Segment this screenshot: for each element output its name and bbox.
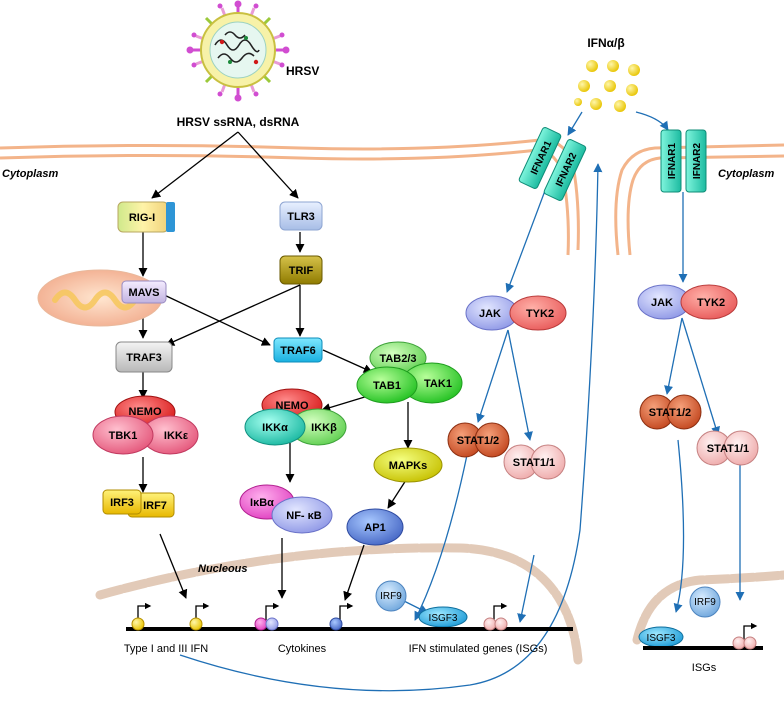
mapks-label: MAPKs [389, 460, 428, 472]
stat1-1-node-a [503, 444, 566, 480]
ifnar2-label-b: IFNAR2 [692, 143, 703, 180]
tlr3-node [279, 201, 323, 231]
nuclear-membrane-main [95, 543, 583, 665]
tab1-node [356, 366, 418, 404]
black-arrows [138, 131, 413, 601]
plasma-membrane-left [0, 138, 580, 256]
nucleus-label: Nucleous [198, 563, 248, 575]
mavs-node [121, 280, 167, 304]
ikka-node [244, 408, 306, 446]
jak-label-a: JAK [479, 308, 501, 320]
isgs-right-gene-label: ISGs [692, 662, 717, 674]
nemo-label-a: NEMO [129, 406, 162, 418]
isgf3-label-b: ISGF3 [647, 633, 676, 644]
cytokines-gene-label: Cytokines [278, 643, 327, 655]
tlr3-label: TLR3 [287, 211, 315, 223]
ifnar-receptor-left [518, 127, 587, 201]
tab2-3-label: TAB2/3 [379, 353, 416, 365]
rig-i-node [117, 201, 175, 233]
tab1-label: TAB1 [373, 380, 401, 392]
ikke-label: IKKε [164, 430, 189, 442]
irf9-label-a: IRF9 [380, 591, 402, 602]
nemo-label-b: NEMO [276, 400, 309, 412]
isgf3-label-a: ISGF3 [429, 613, 458, 624]
isgs-main-gene-label: IFN stimulated genes (ISGs) [409, 643, 548, 655]
dna-bound-irf7 [189, 617, 203, 631]
ifn-ab-label: IFNα/β [587, 36, 624, 50]
hrsv-label: HRSV [286, 64, 319, 78]
dna-bound-nfkb [254, 617, 279, 631]
type-ifn-gene-label: Type I and III IFN [124, 643, 208, 655]
tyk2-node-a [509, 295, 567, 331]
stat1-1-node-b [696, 430, 759, 466]
nfkb-label: NF- κB [286, 510, 322, 522]
traf6-node [273, 337, 323, 363]
ikkb-label: IKKβ [311, 422, 337, 434]
trif-label: TRIF [289, 265, 314, 277]
tak1-label: TAK1 [424, 378, 452, 390]
stat1-2-label-b: STAT1/2 [649, 407, 691, 419]
nuclear-membrane-right [632, 570, 784, 645]
stat1-2-node-a [447, 422, 510, 458]
irf3-node [102, 489, 142, 515]
trif-node [279, 255, 323, 285]
hrsv-rna-label: HRSV ssRNA, dsRNA [177, 115, 300, 129]
irf7-label: IRF7 [143, 500, 167, 512]
ifn-ligand-particles [574, 60, 640, 112]
ifnar-receptor-right [660, 129, 707, 193]
stat1-2-label-a: STAT1/2 [457, 435, 499, 447]
nfkb-node [271, 496, 333, 534]
traf3-label: TRAF3 [126, 352, 161, 364]
stat1-1-label-a: STAT1/1 [513, 457, 555, 469]
irf9-node-b [689, 586, 721, 618]
tbk1-label: TBK1 [109, 430, 138, 442]
stat1-1-label-b: STAT1/1 [707, 443, 749, 455]
traf6-label: TRAF6 [280, 345, 315, 357]
hrsv-virus-icon [186, 0, 290, 102]
dna-bound-stat1-1-a [483, 617, 508, 631]
tyk2-node-b [680, 284, 738, 320]
ikba-label: IκBα [250, 497, 274, 509]
traf3-node [115, 341, 173, 373]
ikka-label: IKKα [262, 422, 288, 434]
dna-bound-stat1-1-b [732, 636, 757, 650]
jak-label-b: JAK [651, 297, 673, 309]
irf3-label: IRF3 [110, 497, 134, 509]
ap1-node [346, 508, 404, 546]
cytoplasm-label-right: Cytoplasm [718, 168, 774, 180]
plasma-membrane-right [614, 143, 784, 256]
cytoplasm-label-left: Cytoplasm [2, 168, 58, 180]
mavs-label: MAVS [129, 287, 160, 299]
ifnar1-label-b: IFNAR1 [667, 143, 678, 180]
dna-bound-ap1 [329, 617, 343, 631]
ap1-label: AP1 [364, 522, 385, 534]
tyk2-label-a: TYK2 [526, 308, 554, 320]
stat1-2-node-b [639, 394, 702, 430]
tyk2-label-b: TYK2 [697, 297, 725, 309]
mapks-node [373, 447, 443, 483]
tbk1-node [92, 415, 154, 455]
irf9-node-a [375, 580, 407, 612]
irf9-label-b: IRF9 [694, 597, 716, 608]
promoter-arrows [137, 602, 758, 640]
dna-bound-irf3 [131, 617, 145, 631]
rig-i-label: RIG-I [129, 212, 155, 224]
